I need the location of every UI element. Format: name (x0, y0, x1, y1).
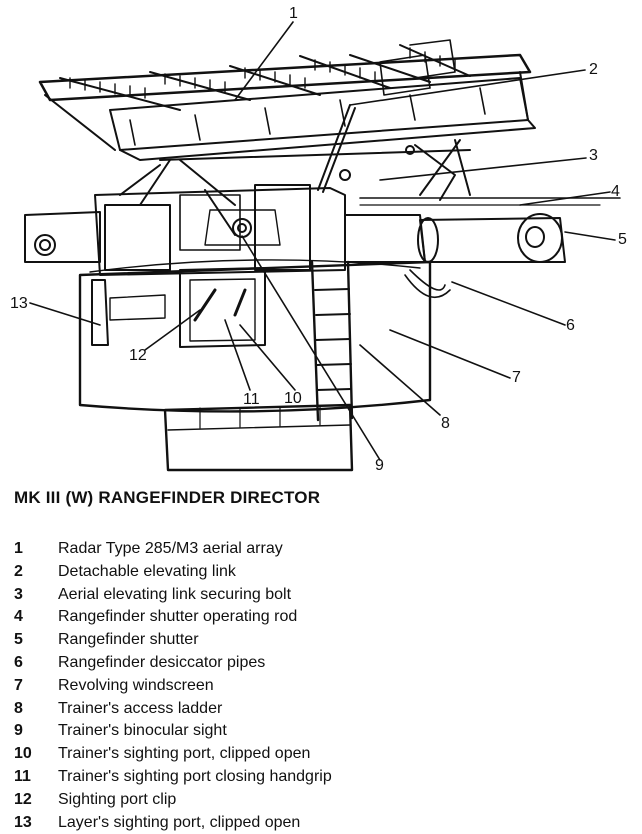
legend-item: 7 Revolving windscreen (14, 675, 332, 698)
legend-item: 8 Trainer's access ladder (14, 698, 332, 721)
legend-item: 13 Layer's sighting port, clipped open (14, 812, 332, 834)
legend-text: Rangefinder desiccator pipes (58, 653, 266, 671)
callout-11: 11 (243, 391, 260, 408)
callout-2: 2 (589, 61, 598, 78)
callout-6: 6 (566, 317, 575, 334)
callout-9: 9 (375, 457, 384, 474)
legend-number: 1 (14, 540, 23, 557)
legend-number: 11 (14, 767, 31, 785)
callout-10: 10 (284, 390, 302, 407)
legend-number: 7 (14, 676, 23, 694)
legend-item: 10 Trainer's sighting port, clipped open (14, 743, 332, 766)
legend-item: 6 Rangefinder desiccator pipes (14, 652, 332, 675)
legend-text: Aerial elevating link securing bolt (58, 585, 292, 603)
legend-number: 5 (14, 631, 23, 649)
legend-number: 9 (14, 722, 23, 740)
legend-text: Rangefinder shutter (58, 631, 199, 649)
legend-text: Detachable elevating link (58, 562, 236, 580)
callout-13: 13 (10, 295, 28, 312)
legend-item: 2 Detachable elevating link (14, 561, 332, 584)
aerial-array (38, 39, 536, 161)
leader-lines (29, 21, 616, 461)
callout-5: 5 (618, 231, 627, 248)
legend-item: 9 Trainer's binocular sight (14, 720, 332, 743)
legend-item: 11 Trainer's sighting port closing handgr… (14, 766, 332, 789)
legend-text: Trainer's binocular sight (58, 722, 227, 740)
legend-item: 5 Rangefinder shutter (14, 629, 332, 652)
legend-item: 1 Radar Type 285/M3 aerial array (14, 538, 332, 561)
director-illustration (24, 21, 621, 472)
legend-text: Trainer's sighting port closing handgrip (58, 767, 332, 785)
legend-text: Rangefinder shutter operating rod (58, 608, 298, 626)
legend-list: 1 Radar Type 285/M3 aerial array 2 Detacha… (14, 538, 332, 834)
legend-item: 4 Rangefinder shutter operating rod (14, 606, 332, 629)
legend-text: Trainer's sighting port, clipped open (58, 745, 311, 763)
legend-number: 10 (14, 745, 32, 763)
legend-number: 12 (14, 790, 32, 808)
callout-4: 4 (611, 183, 620, 200)
legend-text: Radar Type 285/M3 aerial array (58, 540, 283, 557)
elevating-links (119, 104, 471, 236)
windscreen-drum (78, 259, 451, 422)
legend-item: 3 Aerial elevating link securing bolt (14, 584, 332, 607)
legend-number: 3 (14, 585, 23, 603)
legend-text: Trainer's access ladder (58, 699, 223, 717)
legend-number: 8 (14, 699, 23, 717)
director-housing (24, 184, 621, 276)
callout-7: 7 (512, 369, 521, 386)
legend-number: 4 (14, 608, 23, 626)
callout-12: 12 (129, 347, 147, 364)
callout-3: 3 (589, 147, 598, 164)
legend-text: Sighting port clip (58, 790, 177, 808)
callout-1: 1 (289, 5, 298, 22)
legend-item: 12 Sighting port clip (14, 789, 332, 812)
callout-8: 8 (441, 415, 450, 432)
legend-text: Revolving windscreen (58, 676, 214, 694)
legend-number: 2 (14, 562, 23, 580)
legend-number: 6 (14, 653, 23, 671)
legend-number: 13 (14, 813, 32, 831)
pedestal (163, 403, 354, 472)
diagram-title: MK III (W) RANGEFINDER DIRECTOR (14, 488, 321, 507)
legend-text: Layer's sighting port, clipped open (58, 813, 301, 831)
